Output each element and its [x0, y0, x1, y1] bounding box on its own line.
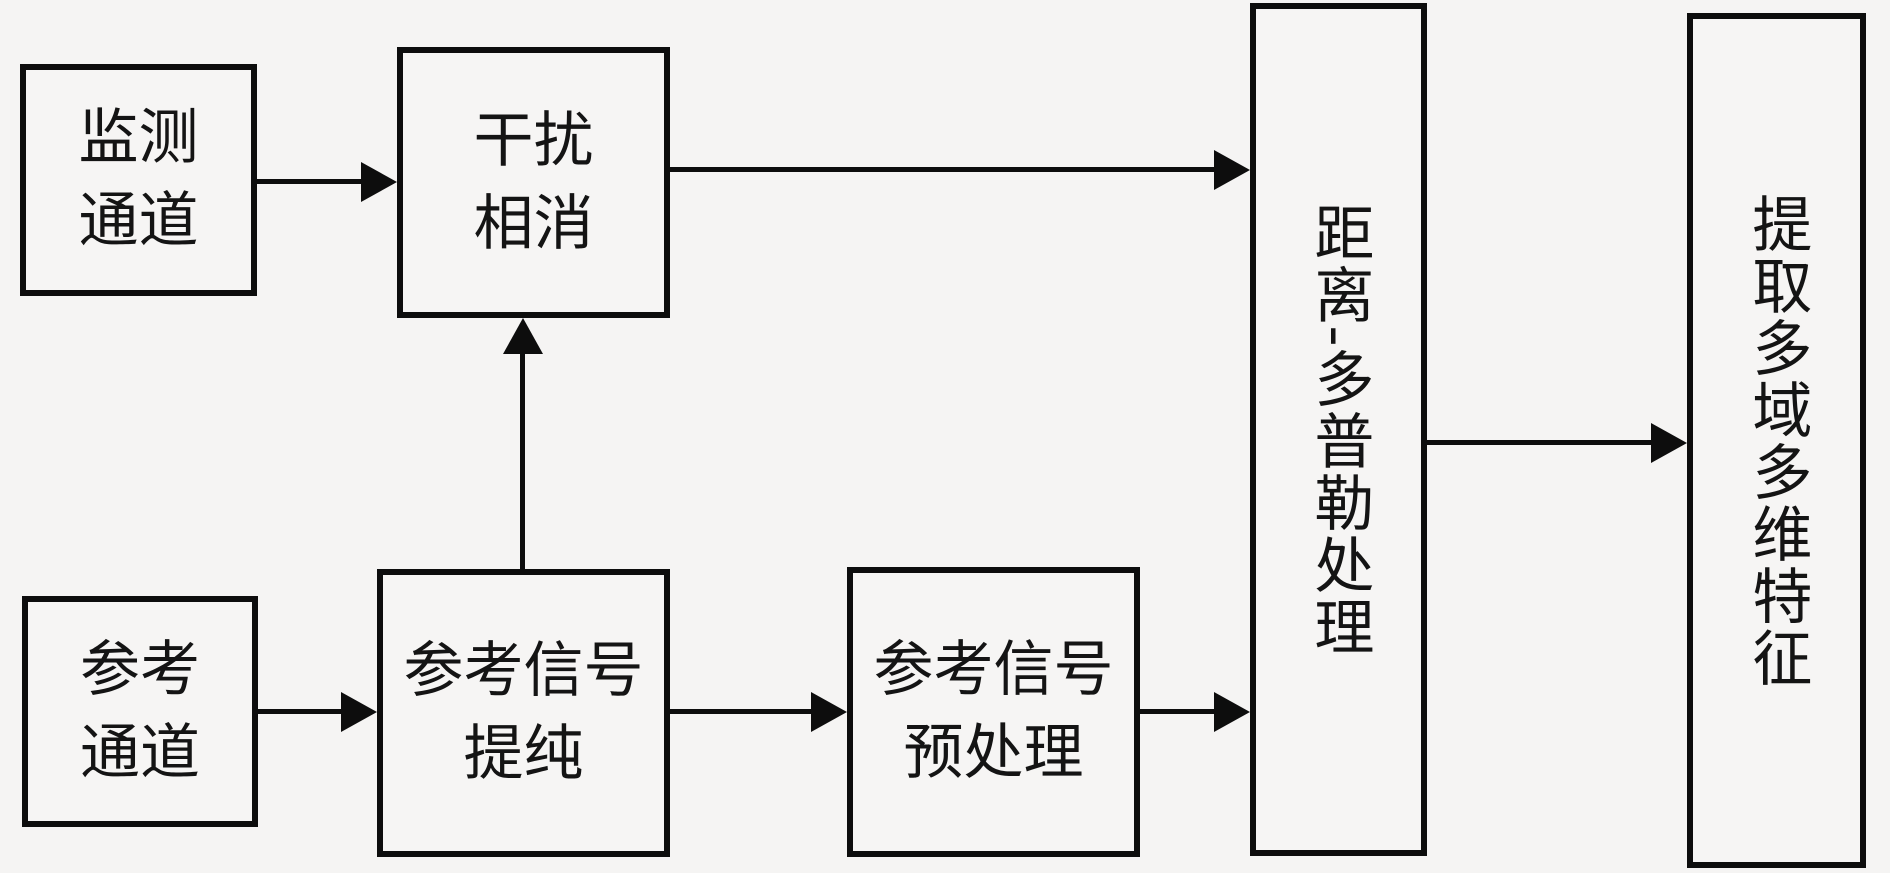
ref-signal-preprocess-line1: 参考信号 [873, 637, 1114, 704]
arrow-rangedoppler-to-extract-line [1427, 440, 1667, 445]
box-reference-signal-purification: 参考信号 提纯 [377, 569, 670, 857]
arrow-preproc-to-rangedoppler-line [1140, 709, 1230, 714]
arrow-monitor-to-cancel-line [257, 179, 377, 184]
arrow-purify-to-cancel-line [520, 350, 525, 569]
arrow-cancel-to-rangedoppler-head-icon [1214, 150, 1250, 190]
arrow-purify-to-cancel-head-icon [503, 318, 543, 354]
box-interference-cancellation: 干扰 相消 [397, 47, 670, 318]
box-reference-channel: 参考 通道 [22, 596, 258, 827]
arrow-rangedoppler-to-extract-head-icon [1651, 423, 1687, 463]
interference-cancel-line1: 干扰 [473, 107, 594, 174]
arrow-refch-to-purify-head-icon [341, 692, 377, 732]
box-reference-signal-preprocessing: 参考信号 预处理 [847, 567, 1140, 857]
range-doppler-label: 距离-多普勒处理 [1305, 201, 1372, 658]
ref-signal-preprocess-line2: 预处理 [903, 720, 1084, 786]
arrow-purify-to-preproc-line [670, 709, 827, 714]
arrow-monitor-to-cancel-head-icon [361, 162, 397, 202]
arrow-purify-to-preproc-head-icon [811, 692, 847, 732]
reference-channel-line2: 通道 [80, 719, 200, 786]
box-monitor-channel: 监测 通道 [20, 64, 257, 296]
monitor-channel-line2: 通道 [78, 188, 199, 254]
arrow-preproc-to-rangedoppler-head-icon [1214, 692, 1250, 732]
reference-channel-line1: 参考 [80, 636, 200, 703]
ref-signal-purify-line2: 提纯 [463, 721, 584, 787]
extract-features-label: 提取多域多维特征 [1743, 192, 1810, 689]
interference-cancel-line2: 相消 [473, 190, 594, 257]
arrow-cancel-to-rangedoppler-line [670, 167, 1230, 172]
arrow-refch-to-purify-line [258, 709, 357, 714]
ref-signal-purify-line1: 参考信号 [403, 638, 644, 705]
monitor-channel-line1: 监测 [78, 105, 199, 172]
box-range-doppler-processing: 距离-多普勒处理 [1250, 3, 1427, 856]
box-extract-multidomain-features: 提取多域多维特征 [1687, 13, 1866, 868]
